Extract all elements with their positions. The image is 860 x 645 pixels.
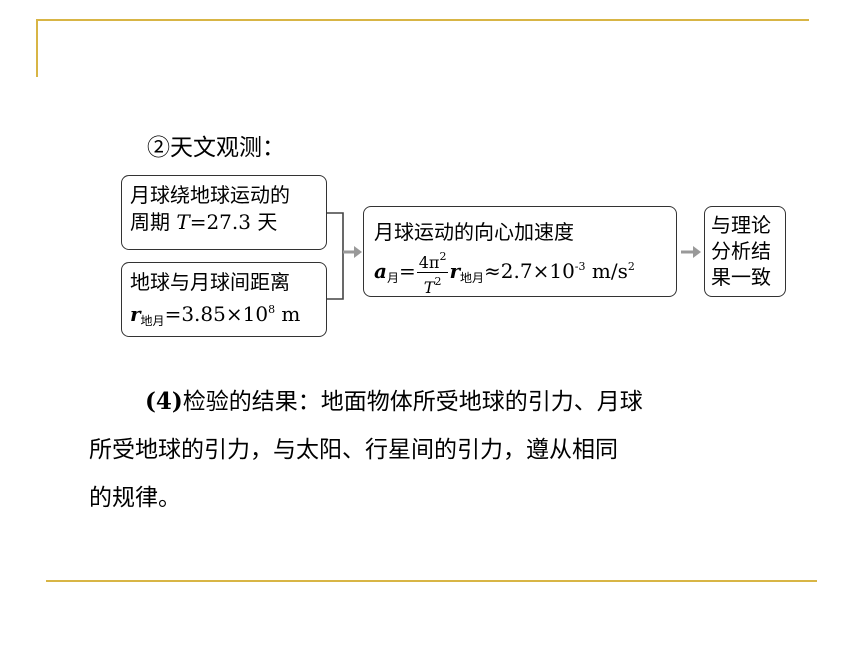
distance-unit: m [275, 302, 301, 326]
conclusion-box: 与理论 分析结 果一致 [704, 206, 786, 297]
period-box: 月球绕地球运动的 周期 T=27.3 天 [121, 175, 327, 250]
accel-r-sub: 地月 [460, 271, 485, 285]
distance-line-1: 地球与月球间距离 [130, 270, 290, 294]
paragraph-line-1-text: 检验的结果：地面物体所受地球的引力、月球 [182, 389, 643, 415]
bottom-decor-line [46, 580, 817, 582]
fraction-numerator: 4π2 [416, 248, 449, 273]
accel-unit: m/s [585, 259, 628, 283]
acceleration-line-1: 月球运动的向心加速度 [374, 220, 574, 244]
arrow-2-head [693, 246, 701, 258]
distance-exponent: 8 [268, 303, 276, 316]
distance-variable-sub: 地月 [140, 314, 165, 328]
conclusion-line-1: 与理论 [711, 213, 771, 237]
accel-equals: = [398, 259, 416, 283]
accel-approx-value: ≈2.7×10 [484, 259, 575, 283]
left-decor-line [36, 19, 38, 77]
accel-exponent: -3 [574, 260, 586, 273]
paragraph-line-2: 所受地球的引力，与太阳、行星间的引力，遵从相同 [89, 437, 618, 463]
period-variable: T [176, 210, 190, 234]
period-prefix: 周期 [130, 210, 177, 234]
period-value: =27.3 天 [189, 210, 278, 234]
top-decor-line [36, 19, 809, 21]
paragraph-label: (4) [145, 388, 183, 415]
accel-variable: a [374, 259, 387, 283]
paragraph-line-1: (4)检验的结果：地面物体所受地球的引力、月球 [89, 378, 779, 426]
denominator-exponent: 2 [434, 275, 442, 288]
result-paragraph: (4)检验的结果：地面物体所受地球的引力、月球 所受地球的引力，与太阳、行星间的… [89, 378, 779, 522]
conclusion-line-3: 果一致 [711, 265, 771, 289]
arrow-1-head [354, 246, 362, 258]
denominator-text: T [423, 278, 435, 297]
numerator-text: 4π [418, 253, 440, 272]
accel-r-variable: r [449, 259, 460, 283]
fraction-denominator: T2 [417, 273, 449, 297]
bracket-connector [327, 212, 344, 300]
numerator-exponent: 2 [439, 250, 447, 263]
distance-variable: r [130, 302, 141, 326]
distance-line-2: r地月=3.85×108 m [130, 296, 318, 335]
paragraph-line-3: 的规律。 [89, 485, 181, 511]
section-heading: ②天文观测： [147, 135, 285, 161]
distance-box: 地球与月球间距离 r地月=3.85×108 m [121, 262, 327, 337]
accel-unit-exponent: 2 [627, 260, 635, 273]
conclusion-line-2: 分析结 [711, 239, 771, 263]
distance-value: =3.85×10 [164, 302, 269, 326]
period-line-1: 月球绕地球运动的 [130, 183, 290, 207]
period-line-2: 周期 T=27.3 天 [130, 209, 318, 236]
accel-variable-sub: 月 [386, 271, 399, 285]
